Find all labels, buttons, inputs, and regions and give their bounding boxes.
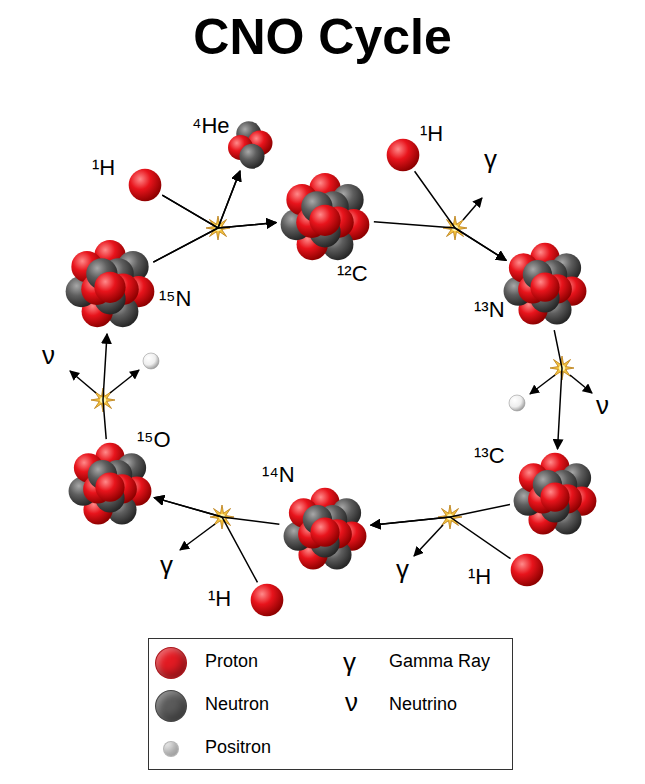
nucleus: ¹⁵O bbox=[67, 442, 153, 528]
reaction-arrow bbox=[154, 498, 257, 583]
neutron-sphere bbox=[240, 144, 265, 169]
particle-symbol: γ bbox=[343, 649, 356, 675]
nucleus: ¹²C bbox=[279, 172, 371, 264]
particle-symbol: γ bbox=[396, 556, 409, 582]
reaction-arrow bbox=[103, 334, 107, 439]
isotope-label: ¹⁴N bbox=[262, 463, 295, 487]
reaction-arrow bbox=[162, 171, 240, 228]
isotope-label: ¹⁵N bbox=[159, 287, 191, 311]
nucleus-cluster bbox=[502, 242, 588, 328]
proton-sphere bbox=[128, 168, 162, 202]
particle-symbol: ν bbox=[345, 689, 358, 715]
proton: ¹H bbox=[386, 138, 420, 172]
gamma-arrow bbox=[180, 524, 215, 550]
isotope-label: ¹H bbox=[468, 565, 491, 589]
proton: ¹H bbox=[128, 168, 162, 202]
proton-sphere bbox=[129, 169, 162, 202]
reaction-arrow bbox=[415, 171, 507, 260]
legend-swatch bbox=[155, 690, 187, 722]
isotope-label: ¹H bbox=[208, 587, 231, 611]
reaction-arrow bbox=[554, 330, 562, 449]
reaction-arrow bbox=[154, 498, 279, 525]
legend-swatch bbox=[163, 741, 179, 757]
proton-sphere bbox=[309, 205, 340, 236]
legend-text: Gamma Ray bbox=[389, 652, 490, 672]
emission-arrows bbox=[70, 198, 592, 556]
isotope-label: ¹H bbox=[420, 122, 443, 146]
reaction-stars bbox=[91, 216, 574, 529]
positron-arrow bbox=[530, 375, 555, 394]
proton: ¹H bbox=[510, 553, 544, 587]
proton-sphere bbox=[94, 272, 125, 303]
nucleus: ¹³N bbox=[502, 242, 588, 328]
title: CNO Cycle bbox=[0, 8, 645, 66]
particle-symbol: ν bbox=[42, 342, 55, 368]
nucleus-cluster bbox=[225, 120, 275, 170]
isotope-label: ⁴He bbox=[192, 114, 230, 138]
reaction-arrow bbox=[371, 517, 511, 559]
nucleus-cluster bbox=[64, 239, 156, 331]
nucleus: ¹⁴N bbox=[282, 487, 368, 573]
isotope-label: ¹²C bbox=[337, 262, 368, 286]
proton-sphere bbox=[310, 518, 339, 547]
nucleus-cluster bbox=[282, 487, 368, 573]
reaction-arrow bbox=[153, 223, 276, 263]
neutrino-arrow bbox=[70, 371, 96, 393]
proton-sphere bbox=[386, 138, 420, 172]
proton-sphere bbox=[510, 553, 544, 587]
reaction-arrow bbox=[374, 222, 506, 261]
nucleus: ¹⁵N bbox=[64, 239, 156, 331]
proton-sphere bbox=[251, 584, 284, 617]
proton-sphere bbox=[540, 483, 569, 512]
proton-sphere bbox=[511, 554, 544, 587]
legend-box: ProtonNeutronPositron Gamma RayNeutrino γν bbox=[148, 638, 513, 770]
proton-sphere bbox=[530, 273, 559, 302]
proton: ¹H bbox=[250, 583, 284, 617]
legend-text: Neutron bbox=[205, 695, 269, 715]
particle-symbol: γ bbox=[160, 552, 173, 578]
gamma-arrow bbox=[414, 525, 443, 556]
nucleus-cluster bbox=[279, 172, 371, 264]
nucleus: ¹³C bbox=[512, 452, 598, 538]
isotope-label: ¹³N bbox=[474, 298, 505, 322]
neutrino-arrow bbox=[570, 375, 592, 393]
legend-text: Proton bbox=[205, 652, 258, 672]
positron bbox=[143, 353, 159, 369]
isotope-label: ¹H bbox=[92, 156, 115, 180]
proton-sphere bbox=[95, 473, 124, 502]
reaction-arrow bbox=[371, 504, 510, 525]
nucleus-cluster bbox=[67, 442, 153, 528]
proton-sphere bbox=[387, 139, 420, 172]
nucleus-cluster bbox=[512, 452, 598, 538]
particle-symbol: γ bbox=[484, 146, 497, 172]
particle-symbol: ν bbox=[596, 392, 609, 418]
legend-text: Positron bbox=[205, 738, 271, 758]
helium-nucleus: ⁴He bbox=[225, 120, 275, 170]
positron bbox=[509, 395, 525, 411]
legend-text: Neutrino bbox=[389, 695, 457, 715]
reaction-arrow bbox=[153, 171, 240, 262]
isotope-label: ¹³C bbox=[474, 444, 505, 468]
gamma-arrow bbox=[463, 198, 482, 220]
isotope-label: ¹⁵O bbox=[137, 428, 171, 452]
proton-sphere bbox=[250, 583, 284, 617]
positron-arrow bbox=[110, 370, 139, 393]
legend-swatch bbox=[155, 647, 187, 679]
